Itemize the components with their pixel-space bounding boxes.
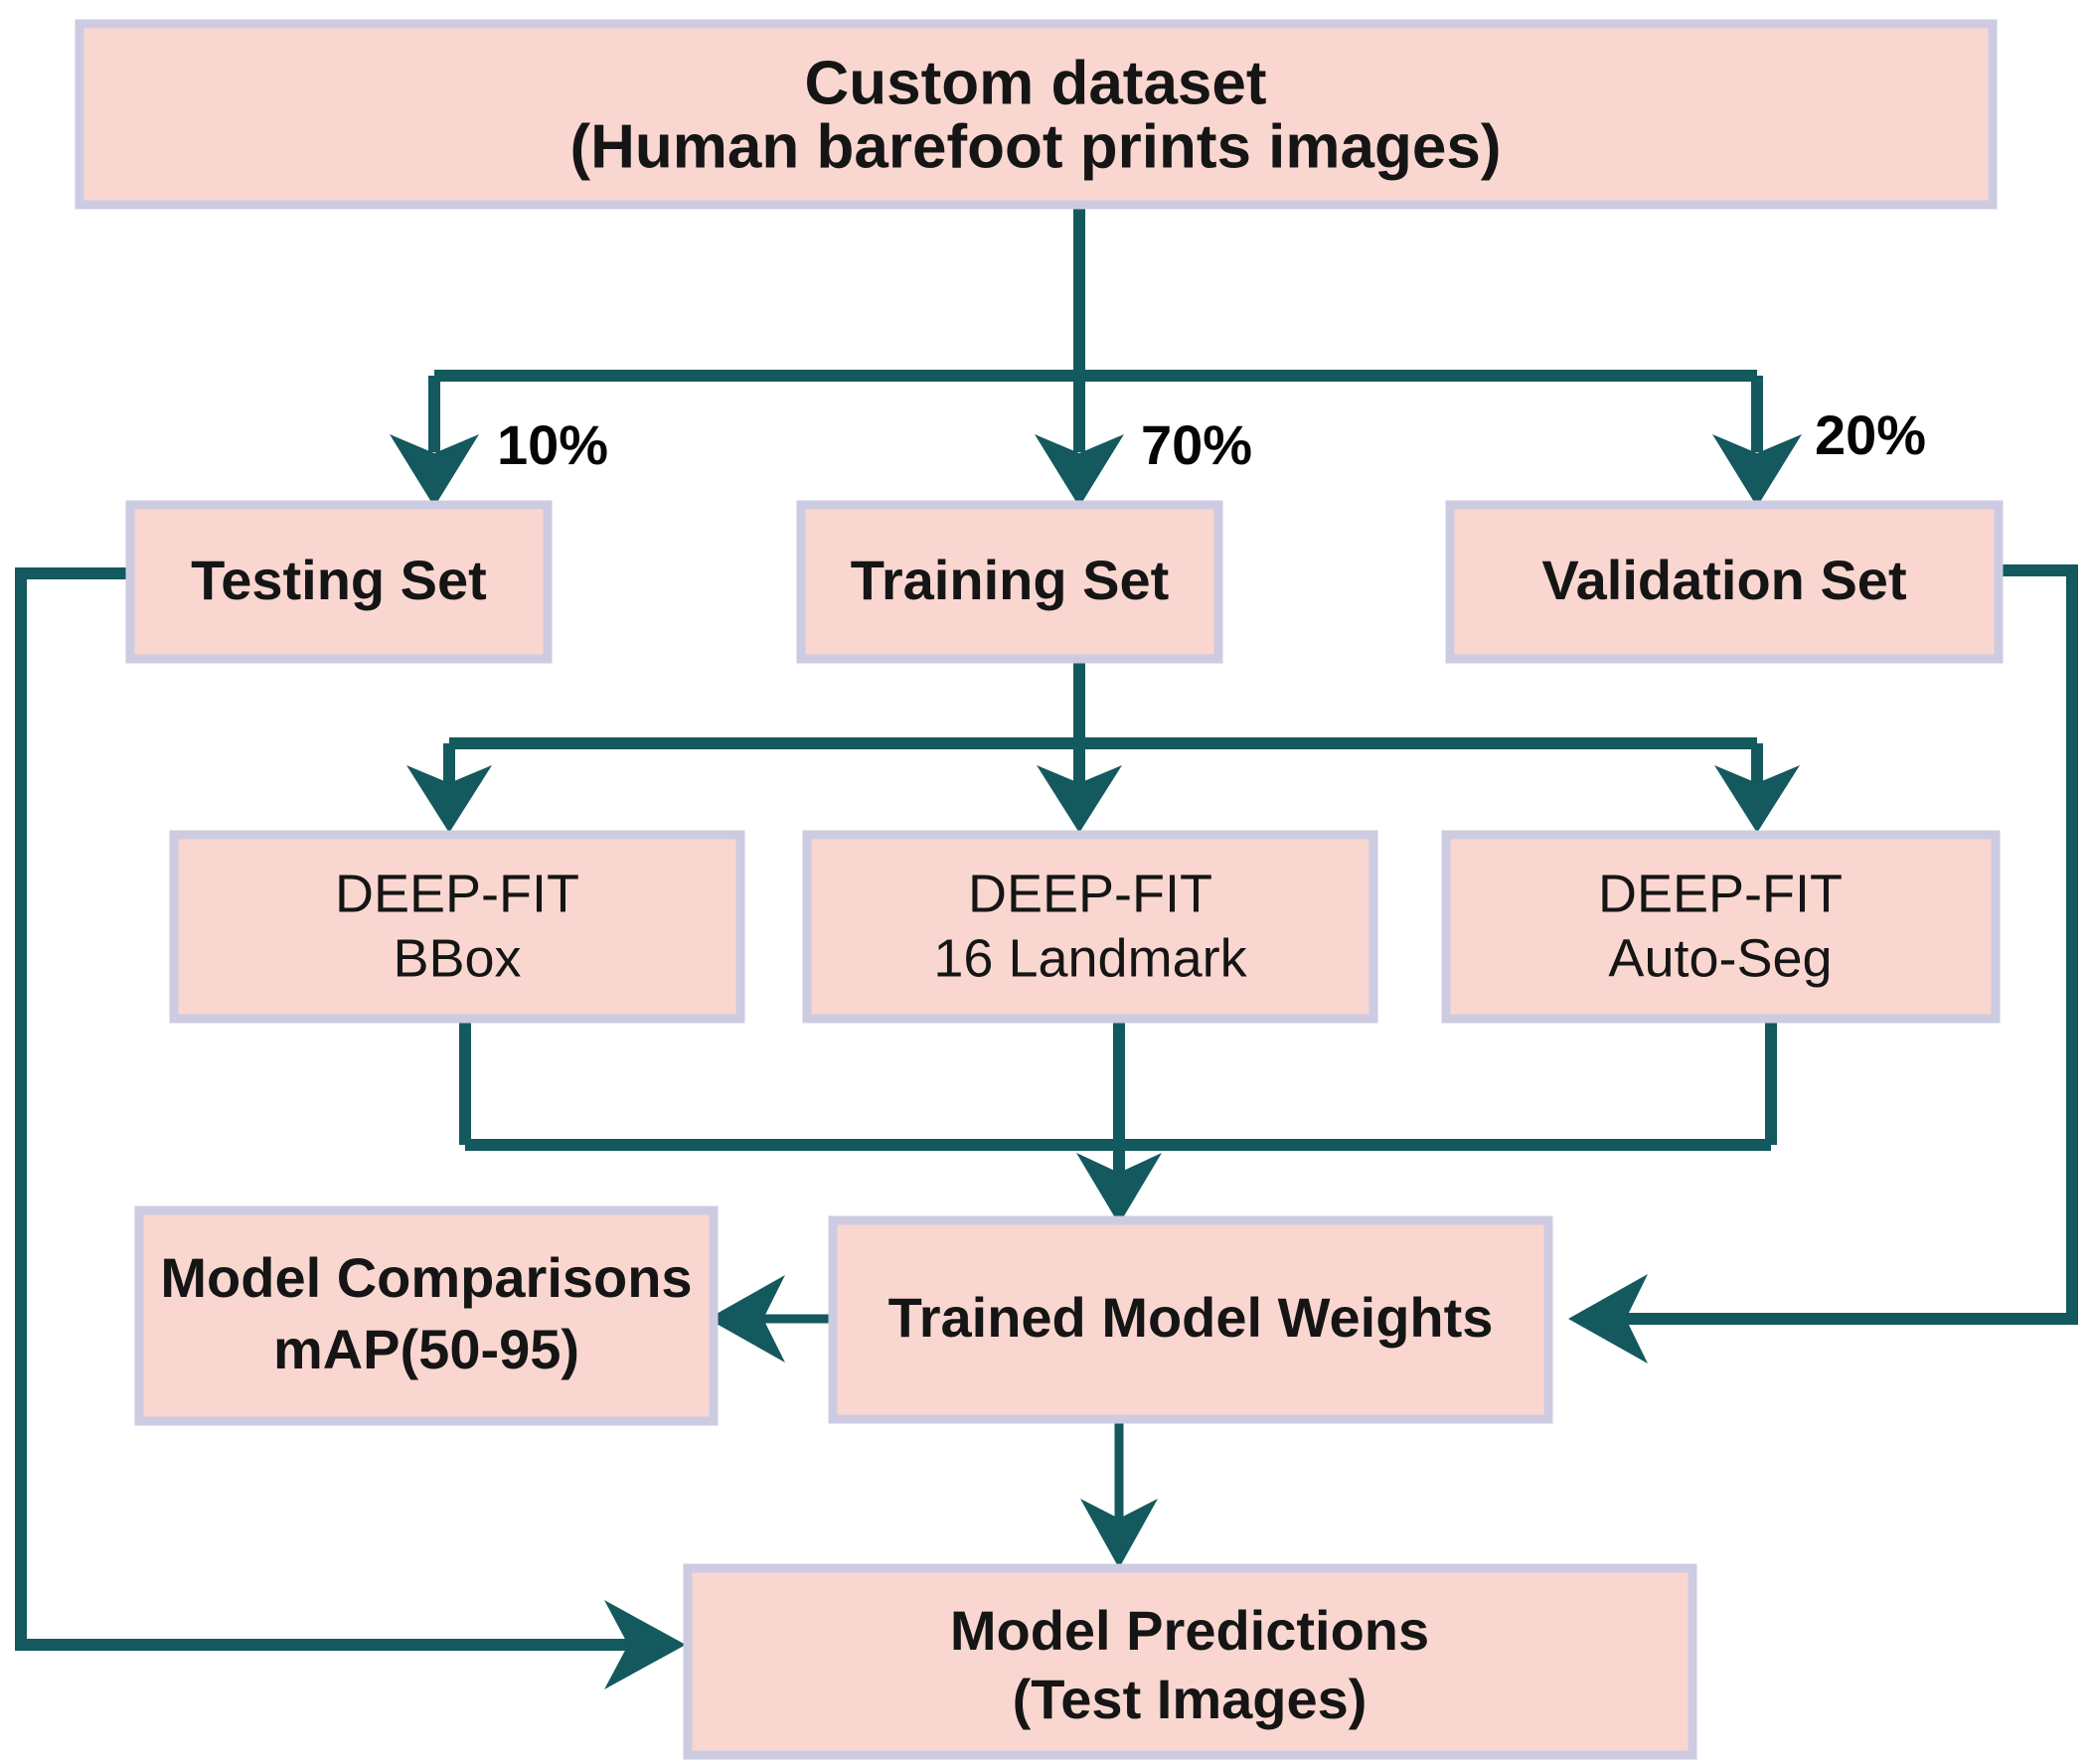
node-deepfit-landmark-line1: DEEP-FIT <box>968 864 1212 923</box>
node-model-comparisons[interactable]: Model Comparisons mAP(50-95) <box>134 1205 719 1426</box>
arrowhead-deepfit-autoseg <box>1714 765 1800 833</box>
node-deepfit-autoseg-line2: Auto-Seg <box>1608 928 1832 988</box>
node-testing-set-label: Testing Set <box>191 549 487 611</box>
node-model-predictions-line2: (Test Images) <box>1013 1668 1368 1730</box>
arrowhead-deepfit-bbox <box>406 765 492 833</box>
node-training-set-label: Training Set <box>851 549 1170 611</box>
edge-testing-to-predictions <box>15 567 686 1689</box>
node-custom-dataset[interactable]: Custom dataset (Human barefoot prints im… <box>75 19 1998 210</box>
node-deepfit-landmark-line2: 16 Landmark <box>933 928 1247 988</box>
edge-weights-to-comparisons <box>708 1275 831 1363</box>
arrowhead-deepfit-landmark <box>1037 765 1122 833</box>
edge-dataset-to-split-bus <box>428 206 1763 452</box>
edge-validation-to-weights <box>1568 564 2078 1363</box>
edge-training-to-deepfit-bus <box>443 661 1763 785</box>
edge-label-split-validation: 20% <box>1815 403 1926 466</box>
node-model-predictions-line1: Model Predictions <box>950 1599 1429 1662</box>
node-model-predictions[interactable]: Model Predictions (Test Images) <box>683 1563 1697 1760</box>
edge-label-split-testing: 10% <box>497 413 608 476</box>
node-testing-set[interactable]: Testing Set <box>125 500 553 664</box>
node-validation-set-label: Validation Set <box>1541 549 1906 611</box>
node-training-set[interactable]: Training Set <box>796 500 1223 664</box>
node-deepfit-autoseg-line1: DEEP-FIT <box>1598 864 1843 923</box>
edge-weights-to-predictions <box>1080 1418 1158 1568</box>
node-deepfit-bbox[interactable]: DEEP-FIT BBox <box>169 830 745 1024</box>
arrowhead-split-training <box>1035 434 1124 507</box>
node-model-comparisons-line2: mAP(50-95) <box>273 1318 579 1380</box>
node-deepfit-bbox-line1: DEEP-FIT <box>335 864 579 923</box>
node-trained-model-weights-label: Trained Model Weights <box>888 1286 1494 1349</box>
node-model-comparisons-line1: Model Comparisons <box>160 1246 692 1309</box>
node-trained-model-weights[interactable]: Trained Model Weights <box>828 1215 1553 1424</box>
node-custom-dataset-line2: (Human barefoot prints images) <box>570 112 1502 181</box>
edge-label-split-training: 70% <box>1141 413 1252 476</box>
node-deepfit-autoseg[interactable]: DEEP-FIT Auto-Seg <box>1441 830 2001 1024</box>
node-validation-set[interactable]: Validation Set <box>1445 500 2004 664</box>
node-deepfit-bbox-line2: BBox <box>393 928 521 988</box>
node-custom-dataset-line1: Custom dataset <box>804 49 1266 117</box>
node-deepfit-landmark[interactable]: DEEP-FIT 16 Landmark <box>802 830 1378 1024</box>
arrowhead-split-validation <box>1712 434 1802 507</box>
arrowhead-weights-in <box>1076 1153 1162 1224</box>
arrowhead-split-testing <box>390 434 479 507</box>
